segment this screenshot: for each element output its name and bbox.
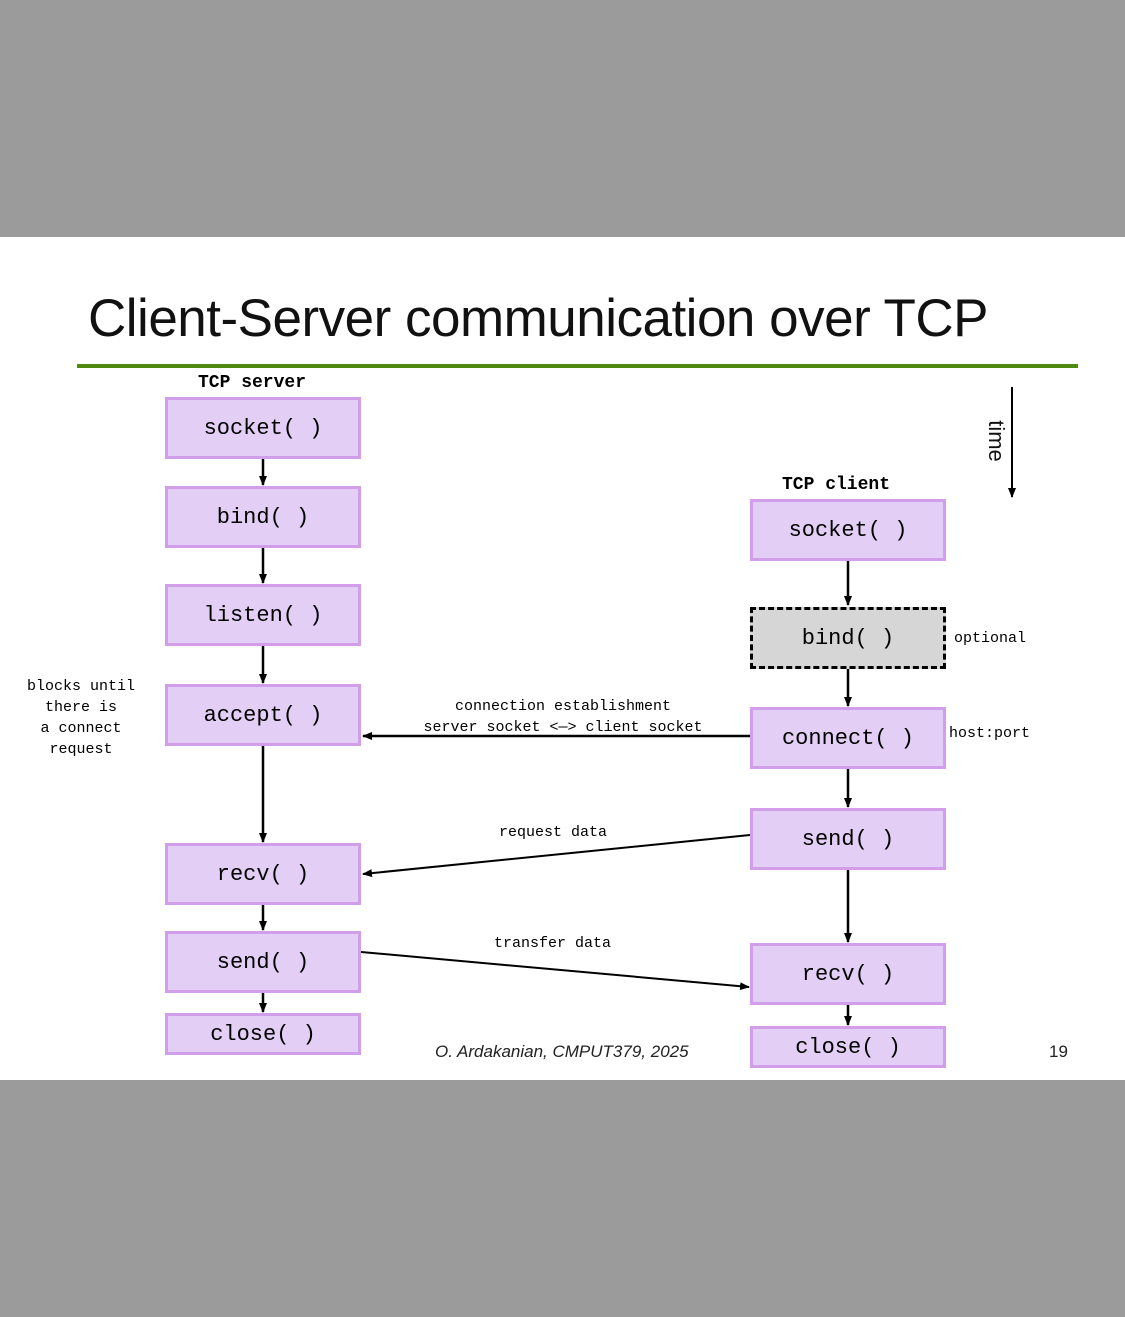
- connection-label-line2: server socket <—> client socket: [423, 719, 703, 736]
- server-socket-box: socket( ): [165, 397, 361, 459]
- footer-author: O. Ardakanian, CMPUT379, 2025: [435, 1042, 689, 1061]
- transfer-data-label: transfer data: [494, 935, 612, 952]
- blocks-until-note: blocks until there is a connect request: [26, 678, 136, 758]
- client-recv-box: recv( ): [750, 943, 946, 1005]
- slide-title: Client-Server communication over TCP: [88, 289, 989, 348]
- server-send-box: send( ): [165, 931, 361, 993]
- page-number: 19: [1049, 1042, 1068, 1061]
- server-recv-box: recv( ): [165, 843, 361, 905]
- client-socket-box: socket( ): [750, 499, 946, 561]
- server-listen-box: listen( ): [165, 584, 361, 646]
- optional-note: optional: [954, 630, 1027, 647]
- title-underline: [77, 364, 1078, 368]
- server-close-box: close( ): [165, 1013, 361, 1055]
- client-connect-box: connect( ): [750, 707, 946, 769]
- time-label: time: [983, 420, 1009, 462]
- request-data-label: request data: [499, 824, 608, 841]
- client-send-box: send( ): [750, 808, 946, 870]
- client-bind-optional-box: bind( ): [750, 607, 946, 669]
- server-bind-box: bind( ): [165, 486, 361, 548]
- client-heading: TCP client: [782, 475, 891, 495]
- client-close-box: close( ): [750, 1026, 946, 1068]
- server-accept-box: accept( ): [165, 684, 361, 746]
- server-heading: TCP server: [198, 373, 307, 393]
- connection-establishment-label: connection establishment server socket <…: [380, 696, 746, 738]
- hostport-note: host:port: [949, 725, 1031, 742]
- connection-label-line1: connection establishment: [454, 698, 672, 715]
